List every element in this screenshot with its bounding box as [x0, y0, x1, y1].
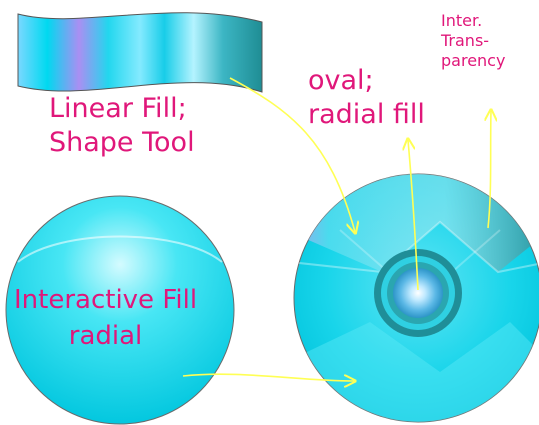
label-line: parency: [441, 51, 506, 70]
label-line: oval;: [308, 65, 374, 96]
label-inter-transparency: Inter. Trans- parency: [441, 11, 505, 71]
label-line: Inter.: [441, 11, 483, 30]
arrow-center-to-oval-label: [408, 140, 419, 291]
label-oval-radial-fill: oval; radial fill: [308, 64, 425, 132]
label-interactive-fill-radial: Interactive Fill radial: [14, 282, 197, 354]
label-line: radial fill: [308, 99, 425, 130]
label-line: Shape Tool: [49, 127, 195, 158]
linear-fill-banner: [17, 12, 263, 93]
label-line: Trans-: [441, 31, 490, 50]
oval-radial-fill-circle: [293, 173, 539, 423]
label-line: radial: [68, 321, 143, 351]
label-line: Linear Fill;: [49, 93, 187, 124]
interactive-fill-circle: [5, 195, 235, 425]
label-line: Interactive Fill: [14, 285, 198, 315]
annotation-arrows: [182, 77, 491, 381]
arrow-left-to-right-circle: [182, 373, 354, 381]
label-linear-fill-shape-tool: Linear Fill; Shape Tool: [49, 92, 195, 160]
arrow-banner-to-circle: [229, 77, 355, 232]
arrow-transparency-up: [488, 111, 491, 229]
